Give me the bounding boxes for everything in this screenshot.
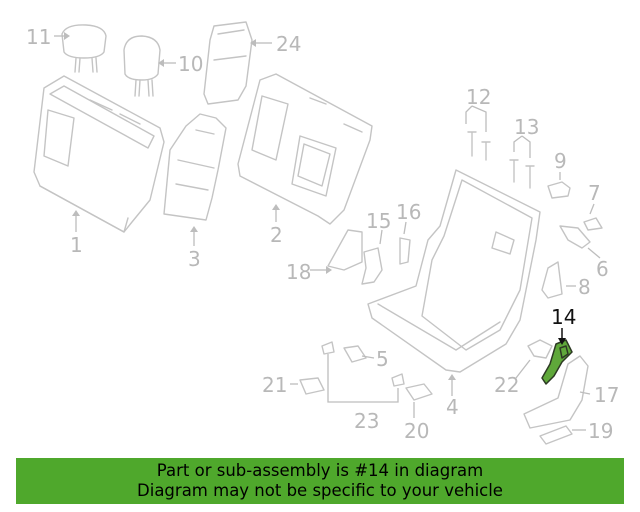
part-20-bracket [405, 383, 433, 401]
banner-line-2: Diagram may not be specific to your vehi… [137, 481, 503, 500]
part-13-bolts [509, 159, 535, 189]
part-1-seat-back [33, 75, 165, 233]
part-8-cover [541, 261, 563, 299]
part-2-seat-back [237, 73, 373, 225]
leader-lines [54, 32, 601, 431]
callout-4: 4 [446, 395, 459, 419]
part-12-bolts [467, 131, 491, 161]
callout-12: 12 [466, 85, 491, 109]
callout-19: 19 [588, 419, 613, 443]
part-6-bracket [559, 225, 591, 249]
callout-20: 20 [404, 419, 429, 443]
part-23-clip-b [391, 373, 405, 387]
banner-line-1: Part or sub-assembly is #14 in diagram [156, 461, 484, 480]
part-3-back-frame [163, 113, 227, 221]
part-22-clip [527, 339, 553, 359]
callout-9: 9 [554, 149, 567, 173]
part-11-headrest [61, 24, 107, 73]
callout-2: 2 [270, 223, 283, 247]
part-18-side-panel [327, 229, 363, 271]
part-24-cover-panel [203, 21, 253, 105]
part-17-trim [523, 355, 589, 429]
callout-14: 14 [551, 305, 576, 329]
part-9-clip [547, 181, 571, 199]
part-15-bracket [361, 247, 383, 285]
callout-7: 7 [588, 181, 601, 205]
parts-diagram: 11 10 24 1 3 2 12 13 9 7 6 8 15 16 18 14… [26, 21, 619, 445]
callout-11: 11 [26, 25, 51, 49]
part-10-headrest [123, 35, 161, 97]
part-16-bracket [399, 237, 411, 265]
callout-13: 13 [514, 115, 539, 139]
callout-22: 22 [494, 373, 519, 397]
part-19-cover [539, 425, 573, 445]
callout-17: 17 [594, 383, 619, 407]
part-21-bracket [299, 377, 325, 395]
part-7-clip [583, 217, 603, 231]
part-23-clip-a [321, 341, 335, 355]
part-4-seat-frame [367, 169, 541, 373]
callout-labels: 11 10 24 1 3 2 12 13 9 7 6 8 15 16 18 14… [26, 25, 619, 443]
callout-5: 5 [376, 347, 389, 371]
callout-16: 16 [396, 200, 421, 224]
callout-15: 15 [366, 209, 391, 233]
callout-23: 23 [354, 409, 379, 433]
callout-24: 24 [276, 32, 301, 56]
callout-8: 8 [578, 275, 591, 299]
part-5-bracket [343, 345, 367, 363]
callout-21: 21 [262, 373, 287, 397]
callout-3: 3 [188, 247, 201, 271]
part-14-highlighted [541, 339, 573, 385]
callout-6: 6 [596, 257, 609, 281]
info-banner: Part or sub-assembly is #14 in diagram D… [16, 458, 624, 504]
callout-1: 1 [70, 233, 83, 257]
callout-10: 10 [178, 52, 203, 76]
callout-18: 18 [286, 260, 311, 284]
